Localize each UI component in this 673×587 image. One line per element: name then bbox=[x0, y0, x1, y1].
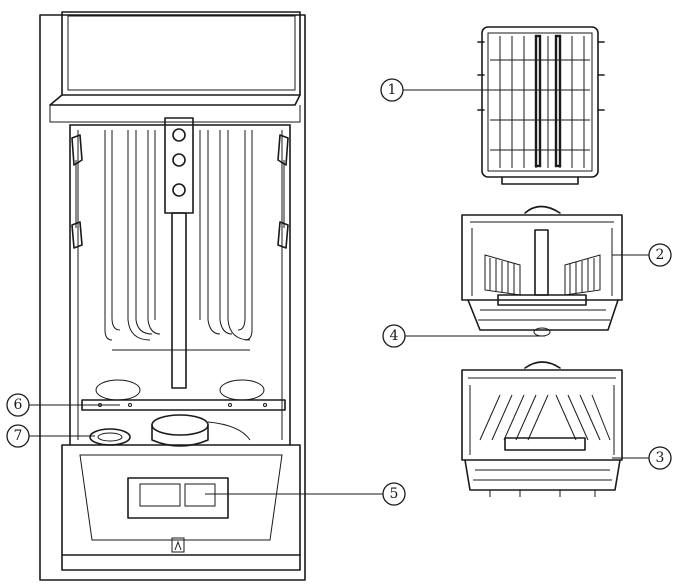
lower-basket bbox=[461, 361, 623, 497]
callout-2: 2 bbox=[612, 243, 672, 267]
side-rails bbox=[71, 134, 289, 249]
callout-3-label: 3 bbox=[656, 450, 665, 466]
lower-wash-area bbox=[81, 379, 286, 447]
door bbox=[61, 444, 301, 571]
callout-4-label: 4 bbox=[390, 328, 399, 344]
callout-5-label: 5 bbox=[390, 486, 399, 502]
callout-1: 1 bbox=[380, 78, 490, 102]
callout-3: 3 bbox=[612, 446, 672, 470]
cutlery-basket bbox=[477, 26, 605, 185]
callout-6-label: 6 bbox=[14, 397, 23, 413]
callout-4: 4 bbox=[382, 324, 545, 348]
tub-ribs bbox=[104, 130, 253, 351]
upper-basket bbox=[461, 205, 623, 337]
callout-2-label: 2 bbox=[656, 247, 665, 263]
callout-7-label: 7 bbox=[14, 428, 23, 444]
water-column bbox=[164, 117, 194, 389]
dishwasher-body bbox=[39, 11, 306, 581]
callout-6: 6 bbox=[6, 393, 120, 417]
callout-7: 7 bbox=[6, 424, 95, 448]
callout-5: 5 bbox=[205, 482, 406, 506]
callout-1-label: 1 bbox=[388, 82, 397, 98]
